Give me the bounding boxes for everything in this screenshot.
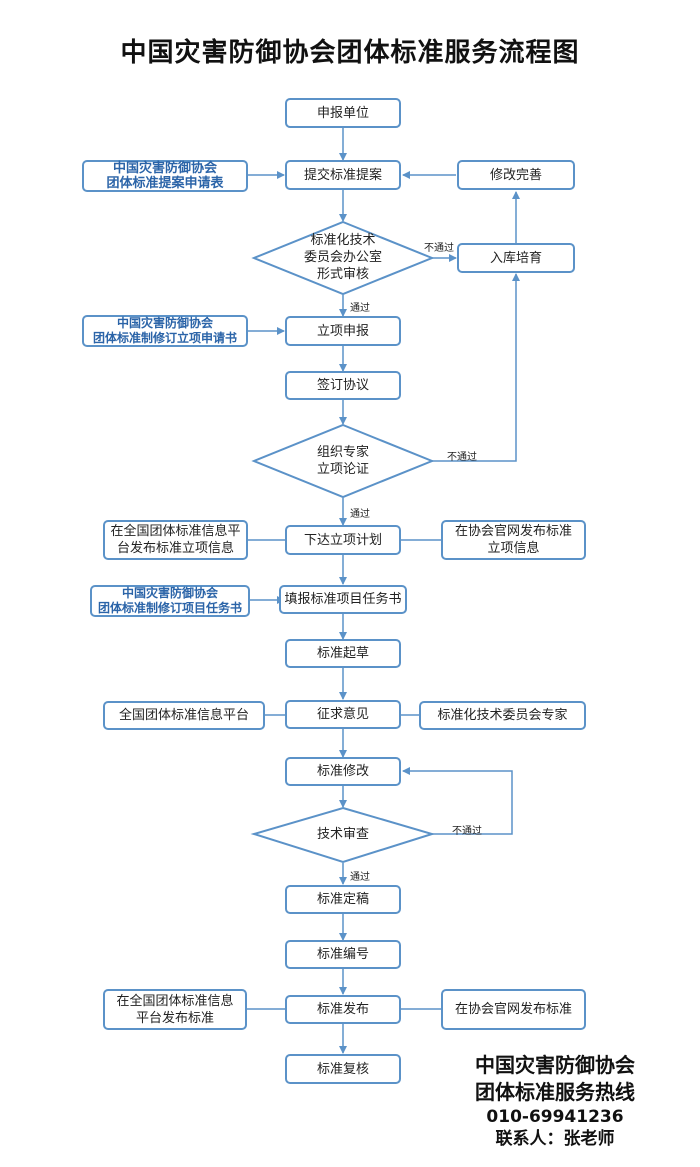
- formal-review-diamond: [251, 220, 435, 296]
- label-pass-formal: 通过: [350, 303, 370, 314]
- step-number: 标准编号: [285, 940, 401, 969]
- expert-review-diamond: [251, 423, 435, 499]
- step-finalize: 标准定稿: [285, 885, 401, 914]
- step-modify: 标准修改: [285, 757, 401, 786]
- step-draft: 标准起草: [285, 639, 401, 668]
- box-website-approval-info: 在协会官网发布标准立项信息: [441, 520, 586, 560]
- box-platform-approval-info: 在全国团体标准信息平台发布标准立项信息: [103, 520, 248, 560]
- label-fail-tech: 不通过: [452, 826, 482, 837]
- form-task-book: 中国灾害防御协会团体标准制修订项目任务书: [90, 585, 250, 617]
- step-publish: 标准发布: [285, 995, 401, 1024]
- hotline-contact: 联系人：张老师: [495, 1129, 615, 1149]
- box-committee-experts: 标准化技术委员会专家: [419, 701, 586, 730]
- step-submit-proposal: 提交标准提案: [285, 160, 401, 190]
- step-sign-agreement: 签订协议: [285, 371, 401, 400]
- step-revise-complete: 修改完善: [457, 160, 575, 190]
- form-approval-application: 中国灾害防御协会团体标准制修订立项申请书: [82, 315, 248, 347]
- page-title: 中国灾害防御协会团体标准服务流程图: [120, 38, 580, 68]
- tech-review-text: 技术审查: [316, 827, 369, 842]
- formal-review-text: 标准化技术 委员会办公室 形式审核: [303, 233, 382, 282]
- step-applicant: 申报单位: [285, 98, 401, 128]
- hotline-phone: 010-69941236: [486, 1107, 624, 1127]
- step-incubate: 入库培育: [457, 243, 575, 273]
- step-issue-plan: 下达立项计划: [285, 525, 401, 555]
- service-hotline: 中国灾害防御协会 团体标准服务热线 010-69941236 联系人：张老师: [455, 1052, 655, 1150]
- step-recheck: 标准复核: [285, 1054, 401, 1084]
- expert-review-text: 组织专家 立项论证: [316, 445, 369, 477]
- label-fail-formal: 不通过: [424, 243, 454, 254]
- form-proposal-application: 中国灾害防御协会团体标准提案申请表: [82, 160, 248, 192]
- label-fail-expert: 不通过: [447, 452, 477, 463]
- box-website-publish: 在协会官网发布标准: [441, 989, 586, 1030]
- step-task-book: 填报标准项目任务书: [279, 585, 407, 614]
- tech-review-diamond: [250, 806, 436, 864]
- step-approval-apply: 立项申报: [285, 316, 401, 346]
- hotline-org: 中国灾害防御协会: [475, 1053, 635, 1077]
- step-comments: 征求意见: [285, 700, 401, 729]
- label-pass-expert: 通过: [350, 509, 370, 520]
- hotline-service: 团体标准服务热线: [475, 1080, 635, 1104]
- label-pass-tech: 通过: [350, 872, 370, 883]
- box-national-platform: 全国团体标准信息平台: [103, 701, 265, 730]
- box-platform-publish: 在全国团体标准信息平台发布标准: [103, 989, 247, 1030]
